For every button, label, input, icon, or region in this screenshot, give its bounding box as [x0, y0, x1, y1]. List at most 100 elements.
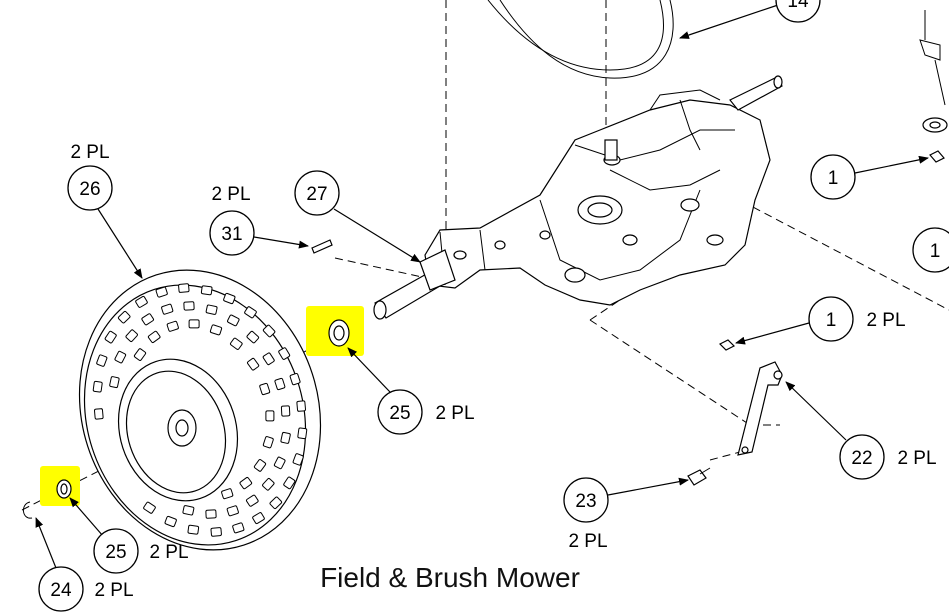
- svg-text:1: 1: [828, 168, 839, 189]
- tread-block: [247, 357, 260, 371]
- tread-block: [155, 286, 168, 298]
- tread-block: [262, 478, 275, 491]
- callout-1-bracket: 1 2 PL: [735, 296, 906, 345]
- tread-block: [209, 324, 223, 336]
- tread-block: [210, 527, 222, 537]
- callout-1-edge: 1: [912, 227, 949, 273]
- tread-block: [262, 436, 274, 449]
- tread-block: [239, 477, 253, 490]
- tread-block: [133, 348, 147, 361]
- tread-block: [244, 306, 257, 319]
- callout-27: 27: [294, 170, 421, 263]
- tread-block: [114, 350, 127, 364]
- svg-text:2 PL: 2 PL: [149, 542, 188, 563]
- tread-block: [104, 330, 117, 344]
- tread-block: [296, 400, 307, 412]
- tread-block: [93, 408, 104, 420]
- tread-block: [292, 453, 304, 466]
- callout-31: 2 PL 31: [209, 184, 309, 256]
- svg-text:14: 14: [787, 0, 809, 12]
- tread-block: [125, 329, 138, 342]
- callout-25-lower: 25 2 PL: [69, 497, 189, 574]
- svg-text:25: 25: [389, 403, 410, 424]
- tread-block: [164, 515, 177, 528]
- callout-26: 2 PL 26: [67, 142, 143, 279]
- tread-block: [161, 303, 174, 315]
- roll-pin: [311, 239, 333, 254]
- bolt-23: [687, 467, 711, 486]
- bracket: [737, 361, 783, 456]
- svg-text:24: 24: [50, 580, 72, 601]
- tread-block: [117, 310, 131, 324]
- tread-block: [205, 509, 217, 519]
- tread-block: [262, 324, 276, 338]
- svg-text:2 PL: 2 PL: [435, 403, 474, 424]
- svg-text:2 PL: 2 PL: [866, 310, 905, 331]
- tread-block: [280, 431, 291, 444]
- tread-block: [200, 285, 213, 296]
- tread-block: [183, 301, 195, 311]
- tread-block: [265, 410, 275, 422]
- drive-belt: [487, 0, 674, 79]
- tread-block: [229, 337, 243, 350]
- tread-block: [259, 382, 271, 396]
- washer-25-lower: [40, 466, 80, 506]
- callout-1-top: 1: [810, 154, 929, 200]
- pulley-right: [919, 10, 948, 133]
- washer-25-upper: [306, 306, 364, 356]
- callout-22: 22 2 PL: [785, 381, 937, 480]
- tread-block: [92, 380, 103, 393]
- svg-text:2 PL: 2 PL: [94, 580, 133, 601]
- wheel-tire: [78, 269, 322, 551]
- svg-text:23: 23: [575, 491, 596, 512]
- svg-text:27: 27: [306, 184, 327, 205]
- tread-block: [297, 427, 308, 440]
- svg-text:2 PL: 2 PL: [897, 448, 936, 469]
- tread-block: [252, 512, 265, 525]
- svg-text:31: 31: [221, 224, 242, 245]
- svg-text:1: 1: [930, 241, 941, 262]
- tread-block: [221, 488, 234, 500]
- tread-block: [188, 319, 200, 329]
- tread-block: [273, 456, 286, 470]
- tread-block: [278, 347, 291, 360]
- tread-block: [223, 292, 236, 305]
- tread-block: [232, 522, 245, 534]
- tread-block: [227, 314, 240, 327]
- tread-block: [147, 330, 161, 343]
- tread-block: [280, 405, 291, 417]
- tread-block: [205, 304, 218, 315]
- tread-block: [246, 494, 259, 507]
- tread-block: [166, 320, 179, 332]
- tread-block: [178, 283, 190, 293]
- callout-24: 24 2 PL: [35, 517, 134, 612]
- tread-block: [109, 376, 120, 389]
- callout-14: 14: [679, 0, 821, 39]
- svg-text:1: 1: [826, 310, 837, 331]
- tread-block: [226, 505, 239, 517]
- e-clip: [23, 501, 33, 519]
- tire-tread: [92, 283, 308, 537]
- nut-1-bracket: [718, 339, 736, 351]
- tread-block: [262, 352, 275, 366]
- tread-block: [283, 476, 296, 490]
- svg-text:2 PL: 2 PL: [568, 531, 607, 552]
- transaxle: [373, 75, 783, 320]
- nut-1-top: [929, 150, 945, 163]
- tread-block: [269, 496, 283, 510]
- callout-25-upper: 25 2 PL: [347, 347, 475, 435]
- tread-block: [182, 505, 195, 516]
- tread-block: [246, 330, 260, 344]
- tread-block: [96, 354, 108, 367]
- svg-text:25: 25: [105, 542, 126, 563]
- svg-text:2 PL: 2 PL: [211, 184, 250, 205]
- tread-block: [274, 377, 286, 391]
- diagram-title: Field & Brush Mower: [320, 562, 580, 593]
- tread-block: [187, 524, 200, 535]
- tread-block: [253, 459, 267, 472]
- tread-block: [289, 372, 301, 386]
- tread-block: [141, 313, 154, 326]
- callout-23: 23 2 PL: [563, 477, 689, 552]
- svg-text:22: 22: [851, 448, 872, 469]
